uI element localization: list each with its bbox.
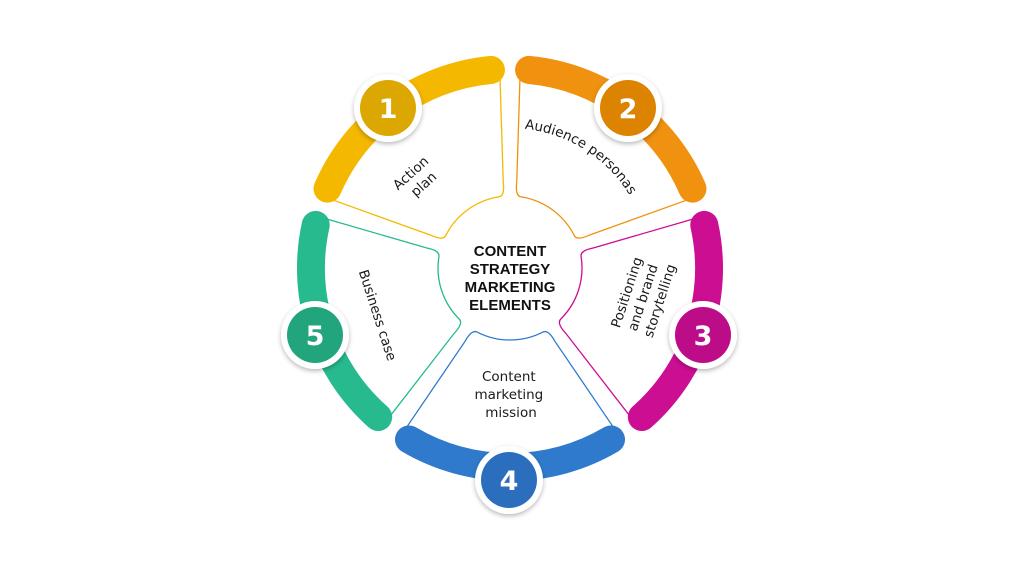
badge-number: 2 (619, 94, 638, 125)
svg-text:MARKETING: MARKETING (465, 279, 556, 296)
svg-text:CONTENT: CONTENT (474, 243, 547, 260)
badge-number: 1 (379, 94, 398, 125)
badge-number: 4 (500, 466, 519, 497)
badge-4: 4 (475, 446, 543, 514)
badge-3: 3 (669, 301, 737, 369)
sector-outline-1 (331, 77, 505, 239)
badge-2: 2 (594, 74, 662, 142)
label-business-case: Business case (355, 268, 400, 363)
label-action-plan: Action plan (390, 151, 447, 207)
sector-outline-5 (325, 217, 462, 417)
label-positioning: Positioning and brand storytelling (608, 251, 680, 340)
center-title: CONTENT STRATEGY MARKETING ELEMENTS (465, 243, 556, 314)
badge-1: 1 (354, 74, 422, 142)
svg-text:ELEMENTS: ELEMENTS (469, 297, 551, 314)
badge-5: 5 (281, 301, 349, 369)
badge-number: 5 (306, 321, 325, 352)
svg-text:STRATEGY: STRATEGY (470, 261, 551, 278)
sector-outline-2 (515, 77, 689, 239)
label-content-marketing-mission: Content marketing mission (474, 369, 547, 421)
badge-number: 3 (694, 321, 713, 352)
sector-outline-3 (558, 217, 695, 417)
sector-outline-4 (405, 330, 615, 429)
